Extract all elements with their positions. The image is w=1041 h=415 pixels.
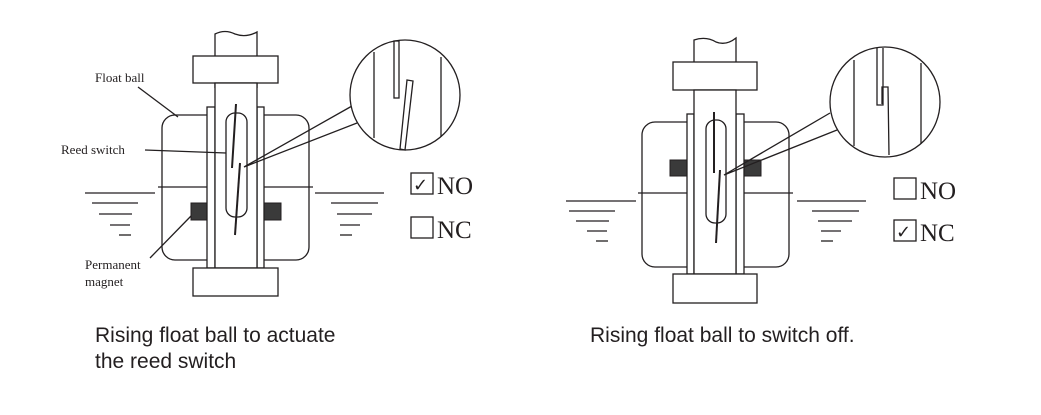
label-permanent-magnet-line1: Permanent: [85, 257, 141, 272]
left-bottom-block: [192, 267, 279, 297]
label-permanent-magnet-line2: magnet: [85, 274, 124, 289]
right-caption: Rising float ball to switch off.: [590, 324, 855, 347]
left-water-surface: [85, 192, 384, 236]
left-caption-line1: Rising float ball to actuate: [95, 324, 335, 347]
left-nc-checkbox: [410, 216, 434, 239]
label-reed-switch: Reed switch: [61, 142, 125, 157]
right-option-nc: ✓ NC: [893, 219, 955, 247]
left-option-no: ✓ NO: [410, 172, 473, 200]
right-nc-check-icon: ✓: [896, 222, 911, 243]
label-float-ball: Float ball: [95, 70, 145, 85]
left-reed-lower: [234, 162, 241, 236]
right-no-checkbox: [893, 177, 917, 200]
left-caption-line2: the reed switch: [95, 350, 236, 373]
right-nc-checkbox: [893, 219, 917, 242]
left-reed-upper: [231, 103, 237, 169]
right-magnifier-callout: [723, 46, 941, 176]
right-float-assembly: NO ✓ NC Rising float ball to switch off.: [566, 36, 956, 347]
left-sleeve-left: [206, 106, 216, 269]
left-magnet-right: [263, 202, 282, 221]
left-nc-label: NC: [437, 217, 472, 244]
right-water-surface: [566, 200, 866, 242]
right-nc-label: NC: [920, 220, 955, 247]
right-magnet-left: [669, 159, 688, 177]
left-magnifier-callout: [243, 39, 461, 168]
left-option-nc: NC: [410, 216, 472, 244]
right-sleeve-left: [686, 113, 695, 275]
left-magnet-left: [190, 202, 208, 221]
left-sleeve-right: [256, 106, 265, 269]
left-float-assembly: Float ball Reed switch Permanent magnet …: [61, 30, 473, 373]
right-top-block: [672, 61, 758, 91]
left-no-label: NO: [437, 173, 473, 200]
right-option-no: NO: [893, 177, 956, 205]
right-reed-lower: [715, 169, 721, 244]
left-no-checkbox: [410, 172, 434, 195]
left-top-block: [192, 55, 279, 84]
right-bottom-block: [672, 273, 758, 304]
right-sleeve-right: [735, 113, 745, 275]
right-glass-tube: [705, 119, 727, 224]
left-leader-lines: [137, 86, 227, 259]
right-no-label: NO: [920, 178, 956, 205]
left-no-check-icon: ✓: [413, 175, 428, 196]
right-rod: [693, 36, 737, 66]
